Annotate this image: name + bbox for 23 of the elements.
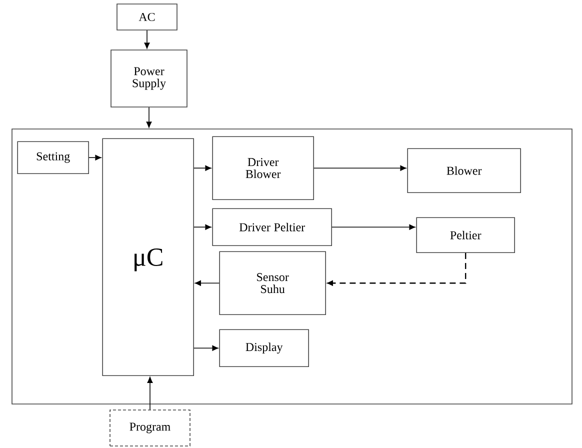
- input-box: Setting: [17, 141, 89, 174]
- input-box: AC: [116, 4, 178, 30]
- arrow: [314, 165, 408, 172]
- arrow: [194, 224, 212, 230]
- system-frame: [12, 128, 572, 404]
- process-box: Sensor Suhu: [219, 251, 326, 315]
- arrow: [144, 30, 150, 50]
- process-box: Driver Blower: [212, 136, 314, 200]
- arrow: [147, 376, 153, 410]
- input-box: Program: [110, 410, 190, 446]
- arrow: [194, 165, 212, 172]
- process-box: Driver Peltier: [212, 208, 332, 246]
- arrow: [326, 253, 466, 286]
- arrow: [194, 280, 220, 286]
- process-box: Peltier: [416, 217, 515, 253]
- arrow: [194, 345, 220, 352]
- process-box: Blower: [407, 148, 521, 193]
- arrow: [146, 107, 152, 129]
- arrow: [88, 154, 102, 161]
- controller-box: μC: [102, 138, 194, 376]
- process-box: Display: [219, 329, 309, 367]
- process-box: Power Supply: [110, 50, 188, 108]
- arrow: [332, 224, 416, 230]
